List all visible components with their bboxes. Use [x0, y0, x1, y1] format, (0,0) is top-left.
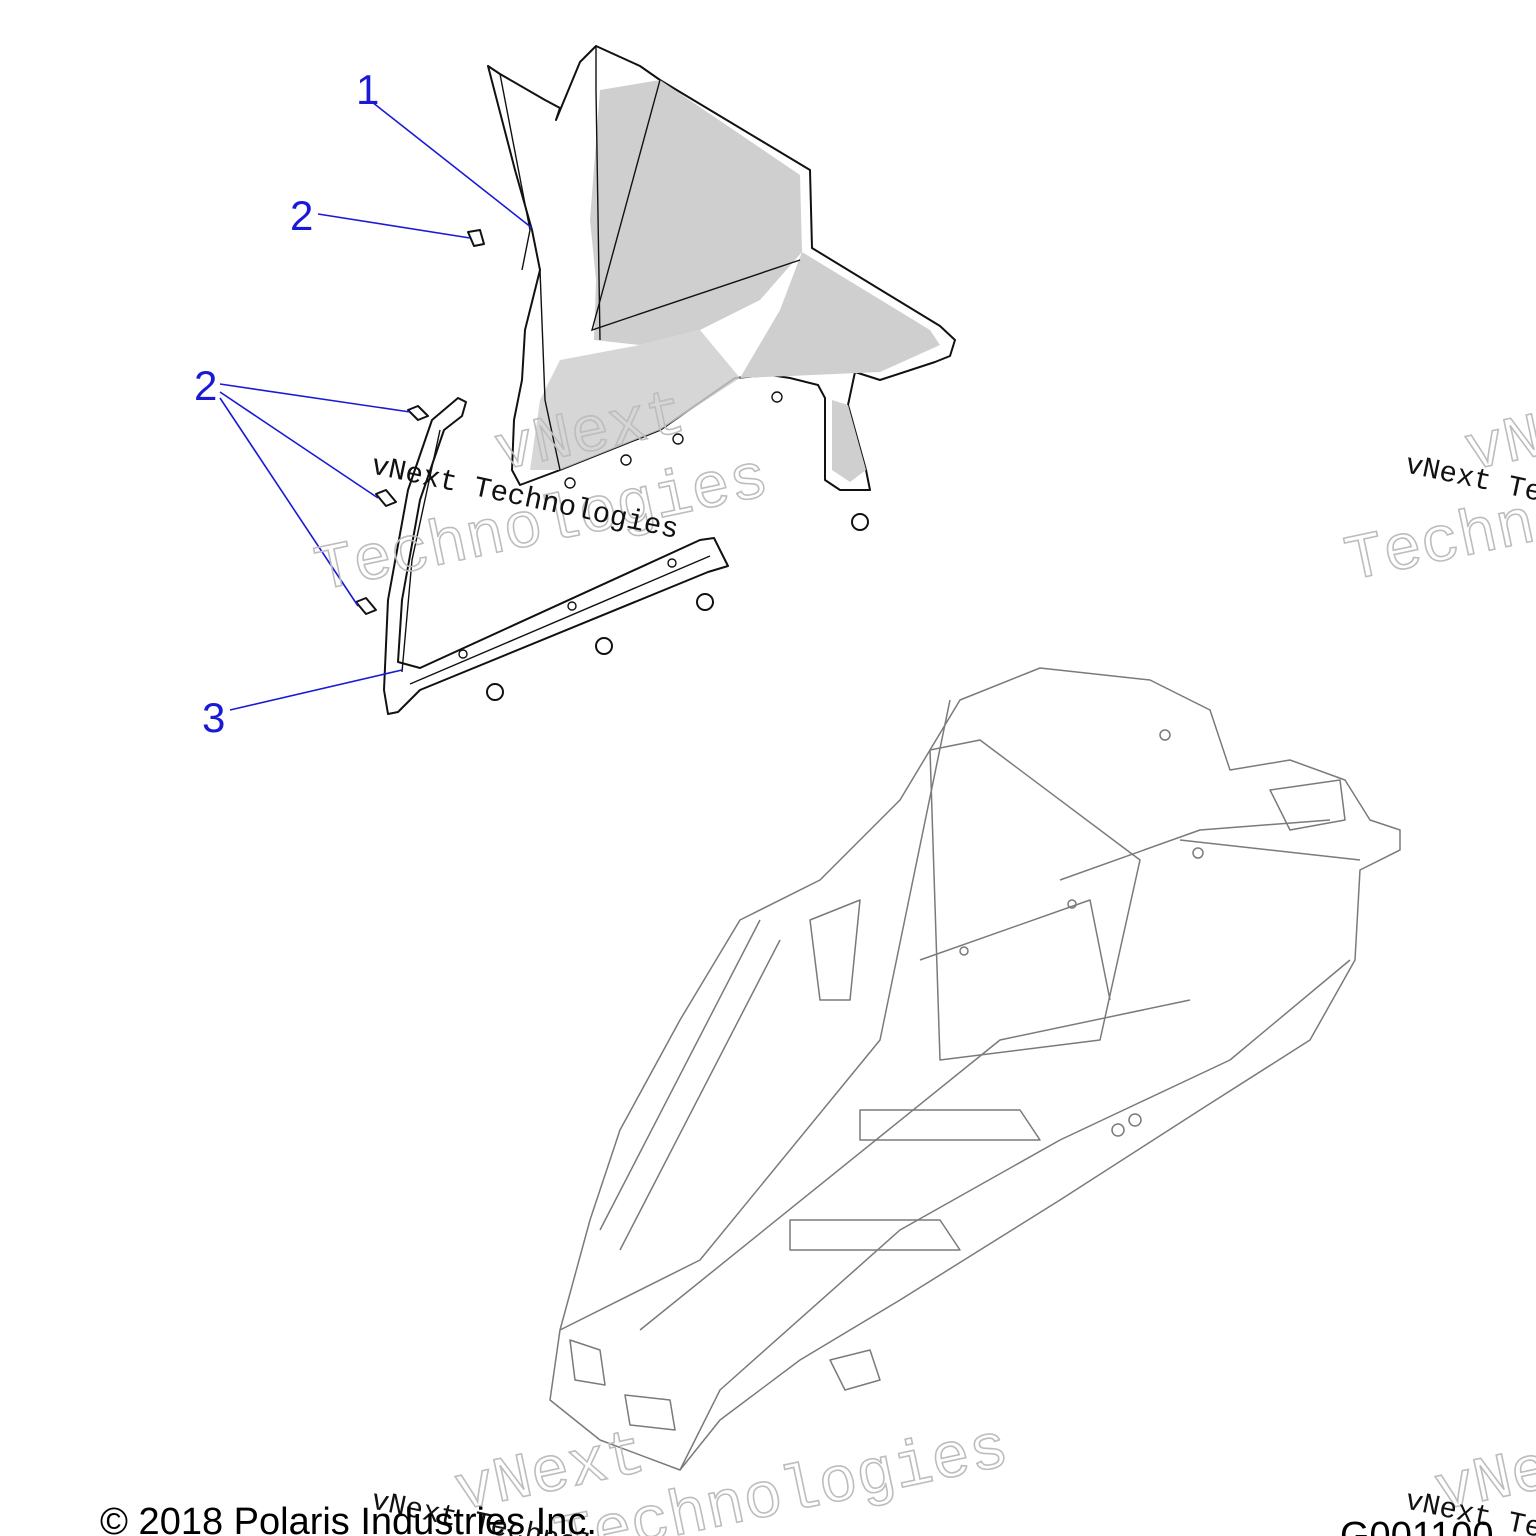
callout-2-lower: 2 — [194, 362, 411, 607]
hood-assembly-outline — [549, 667, 1401, 1471]
fastener-clip — [407, 405, 429, 421]
windshield-trim-part — [383, 397, 729, 715]
svg-text:2: 2 — [194, 362, 217, 409]
fastener-nut — [851, 513, 869, 531]
svg-text:3: 3 — [202, 694, 225, 741]
watermark-right: vNext Technologies vNext Technologies — [1338, 378, 1536, 600]
callout-2-upper: 2 — [290, 192, 471, 239]
windshield-part — [487, 45, 956, 491]
fastener-nut — [486, 683, 504, 701]
callout-1: 1 — [356, 66, 533, 229]
fastener-clip — [467, 229, 485, 247]
svg-text:1: 1 — [356, 66, 379, 113]
fastener-nut — [696, 593, 714, 611]
fastener-clips — [355, 229, 869, 701]
callout-3: 3 — [202, 669, 403, 741]
diagram-code: G001100 — [1340, 1515, 1494, 1536]
fastener-clip — [355, 597, 377, 615]
copyright-text: © 2018 Polaris Industries Inc. — [100, 1501, 597, 1536]
fastener-nut — [595, 637, 613, 655]
fastener-clip — [375, 489, 397, 507]
svg-text:2: 2 — [290, 192, 313, 239]
